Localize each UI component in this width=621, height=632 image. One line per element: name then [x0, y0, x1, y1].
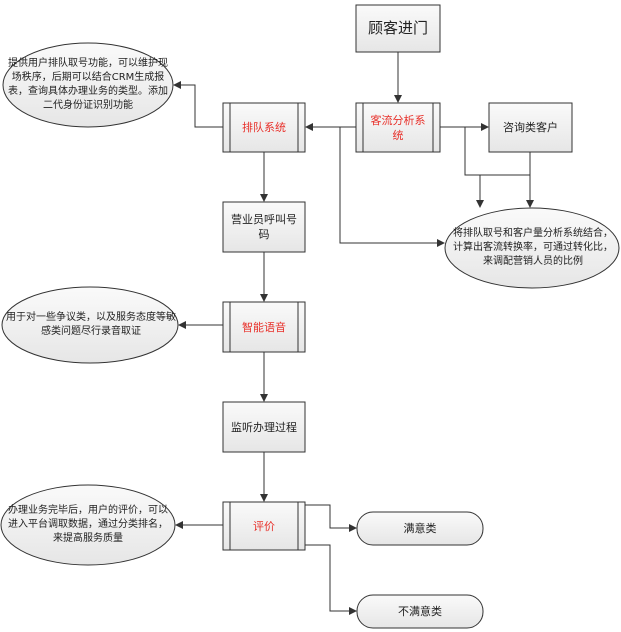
box-evaluation: [222, 501, 306, 551]
box-consult-customer: [488, 102, 573, 153]
box-staff-call: [222, 201, 306, 253]
node-smart-voice: 智能语音: [242, 320, 286, 334]
box-customer-enter: [355, 4, 441, 53]
ellipse-analysis-note: [444, 207, 620, 289]
node-consult-customer: 咨询类客户: [503, 121, 558, 134]
node-queue-system: 排队系统: [242, 121, 286, 134]
node-flow-analysis: 客流分析系统: [370, 113, 426, 142]
box-flow-analysis: [355, 102, 441, 153]
node-evaluation: 评价: [253, 519, 275, 533]
box-unsatisfied: [356, 594, 484, 629]
node-staff-call: 营业员呼叫号码: [231, 213, 297, 241]
connectors: [173, 52, 534, 615]
note-voice: 用于对一些争议类，以及服务态度等敏感类问题尽行录音取证: [6, 312, 176, 337]
node-unsatisfied: 不满意类: [398, 605, 442, 618]
node-satisfied: 满意类: [403, 522, 437, 535]
box-monitor: [222, 401, 306, 453]
node-customer-enter: 顾客进门: [367, 19, 428, 37]
node-monitor: 监听办理过程: [231, 420, 297, 434]
box-smart-voice: [222, 301, 306, 353]
note-analysis: 将排队取号和客户量分析系统结合，计算出客流转换率，可通过转化比，来调配营销人员的…: [453, 228, 613, 267]
note-evaluation: 办理业务完毕后，用户的评价，可以进入平台调取数据，通过分类排名，来提高服务质量: [8, 505, 168, 544]
note-queue: 提供用户排队取号功能，可以维护现场秩序，后期可以结合CRM生成报表，查询具体办理…: [8, 58, 168, 111]
box-satisfied: [356, 511, 484, 546]
